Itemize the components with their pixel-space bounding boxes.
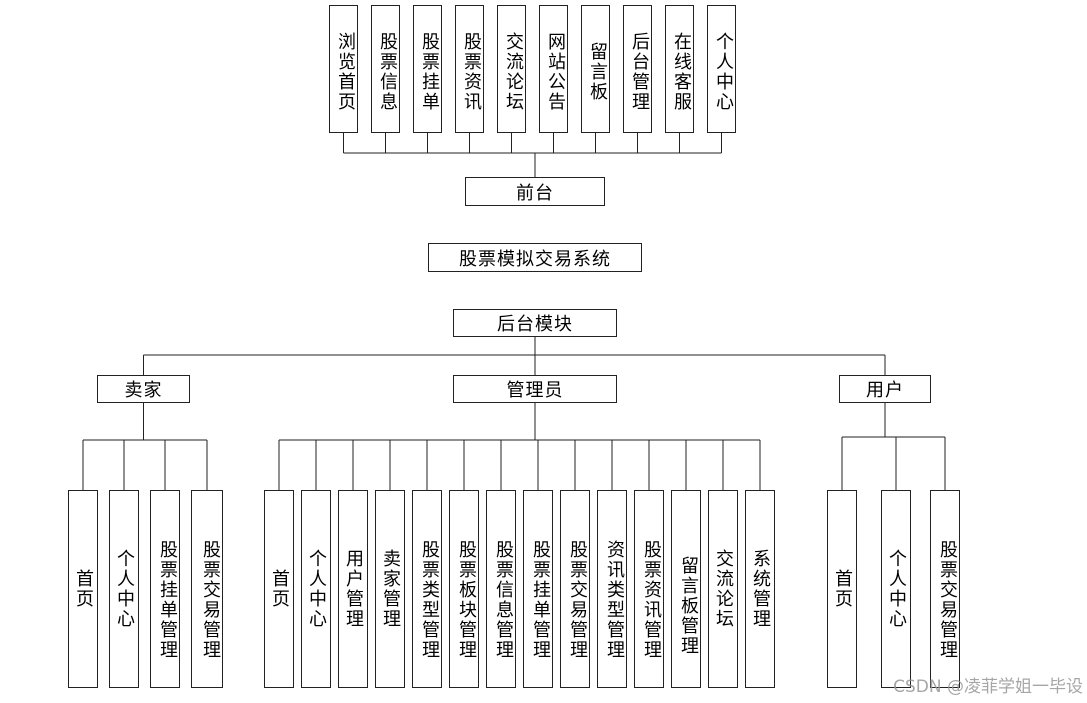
admin-item-news-type-mgmt: 资讯类型管理 bbox=[597, 490, 627, 688]
role-user: 用户 bbox=[839, 375, 931, 403]
frontend-node: 前台 bbox=[465, 177, 605, 206]
seller-item-home: 首页 bbox=[68, 490, 98, 688]
admin-item-home: 首页 bbox=[264, 490, 294, 688]
user-item-trade-mgmt: 股票交易管理 bbox=[930, 490, 960, 688]
seller-item-order-mgmt: 股票挂单管理 bbox=[150, 490, 180, 688]
user-item-home: 首页 bbox=[827, 490, 857, 688]
frontend-item-stock-news: 股票资讯 bbox=[455, 5, 484, 133]
backend-node: 后台模块 bbox=[453, 309, 617, 337]
admin-item-stock-info-mgmt: 股票信息管理 bbox=[486, 490, 516, 688]
frontend-item-personal-center: 个人中心 bbox=[707, 5, 736, 133]
admin-item-stock-order-mgmt: 股票挂单管理 bbox=[523, 490, 553, 688]
role-admin: 管理员 bbox=[453, 375, 617, 403]
seller-item-trade-mgmt: 股票交易管理 bbox=[191, 490, 223, 688]
admin-item-system-mgmt: 系统管理 bbox=[745, 490, 775, 688]
admin-item-stock-news-mgmt: 股票资讯管理 bbox=[634, 490, 664, 688]
admin-item-stock-sector-mgmt: 股票板块管理 bbox=[449, 490, 479, 688]
admin-item-seller-mgmt: 卖家管理 bbox=[375, 490, 405, 688]
frontend-item-backend-admin: 后台管理 bbox=[623, 5, 652, 133]
frontend-item-notice: 网站公告 bbox=[539, 5, 568, 133]
admin-item-stock-trade-mgmt: 股票交易管理 bbox=[560, 490, 590, 688]
admin-item-forum: 交流论坛 bbox=[708, 490, 738, 688]
admin-item-message-board-mgmt: 留言板管理 bbox=[671, 490, 701, 688]
admin-item-stock-type-mgmt: 股票类型管理 bbox=[412, 490, 442, 688]
frontend-item-forum: 交流论坛 bbox=[497, 5, 526, 133]
frontend-item-stock-order: 股票挂单 bbox=[413, 5, 442, 133]
seller-item-personal-center: 个人中心 bbox=[109, 490, 139, 688]
role-seller: 卖家 bbox=[97, 375, 190, 403]
admin-item-user-mgmt: 用户管理 bbox=[338, 490, 368, 688]
watermark-text: CSDN @凌菲学姐一毕设 bbox=[893, 677, 1083, 697]
frontend-item-browse-home: 浏览首页 bbox=[329, 5, 358, 133]
frontend-item-online-service: 在线客服 bbox=[665, 5, 694, 133]
admin-item-personal-center: 个人中心 bbox=[301, 490, 331, 688]
frontend-item-message-board: 留言板 bbox=[581, 5, 610, 133]
system-node: 股票模拟交易系统 bbox=[428, 243, 642, 272]
frontend-item-stock-info: 股票信息 bbox=[371, 5, 400, 133]
user-item-personal-center: 个人中心 bbox=[881, 490, 911, 688]
